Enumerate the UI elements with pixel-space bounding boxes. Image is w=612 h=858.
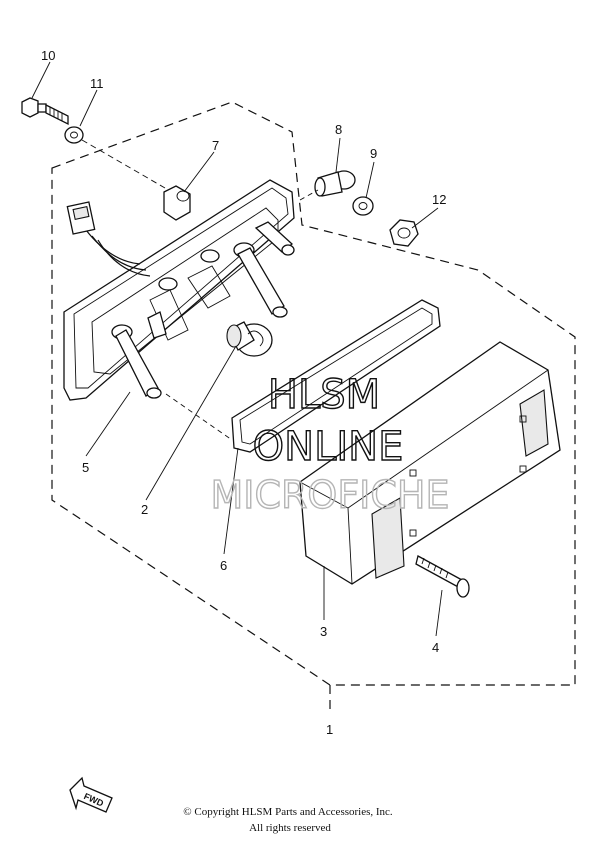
watermark: HLSM ONLINE MICROFICHE [210,371,450,517]
bulb-part-2 [226,321,273,357]
watermark-line-1: HLSM [268,372,380,418]
callout-11: 11 [90,76,104,91]
copyright-line-2: All rights reserved [249,822,331,834]
leader-dash-8 [299,189,319,201]
callout-3: 3 [320,624,327,639]
copyright-line-1: © Copyright HLSM Parts and Accessories, … [183,806,393,818]
callout-5: 5 [82,460,89,475]
assembly-boundary [51,101,576,710]
washer-part-9 [352,196,374,216]
fwd-arrow-icon: FWD [69,776,113,813]
screw-part-4 [415,555,470,598]
callout-10: 10 [41,48,55,63]
lamp-base-housing [63,179,295,401]
washer-part-11 [64,126,84,144]
leader-dash-11 [81,139,166,189]
collar-part-8 [314,170,356,197]
callout-labels: 10 11 7 8 9 12 5 2 6 3 4 1 [41,48,446,737]
bolt-part-10 [21,97,69,126]
nut-part-12 [389,219,419,247]
callout-2: 2 [141,502,148,517]
wire-harness [66,201,151,277]
callout-9: 9 [370,146,377,161]
callout-6: 6 [220,558,227,573]
callout-4: 4 [432,640,439,655]
watermark-line-2: ONLINE [253,424,404,470]
callout-12: 12 [432,192,446,207]
leader-lines [31,61,443,637]
gasket-part-6 [231,299,441,453]
lens-part-3 [299,341,561,585]
watermark-line-3: MICROFICHE [210,473,449,517]
callout-1: 1 [326,722,333,737]
grommet-part-7 [163,185,191,221]
callout-8: 8 [335,122,342,137]
copyright-block: © Copyright HLSM Parts and Accessories, … [183,806,393,834]
callout-7: 7 [212,138,219,153]
